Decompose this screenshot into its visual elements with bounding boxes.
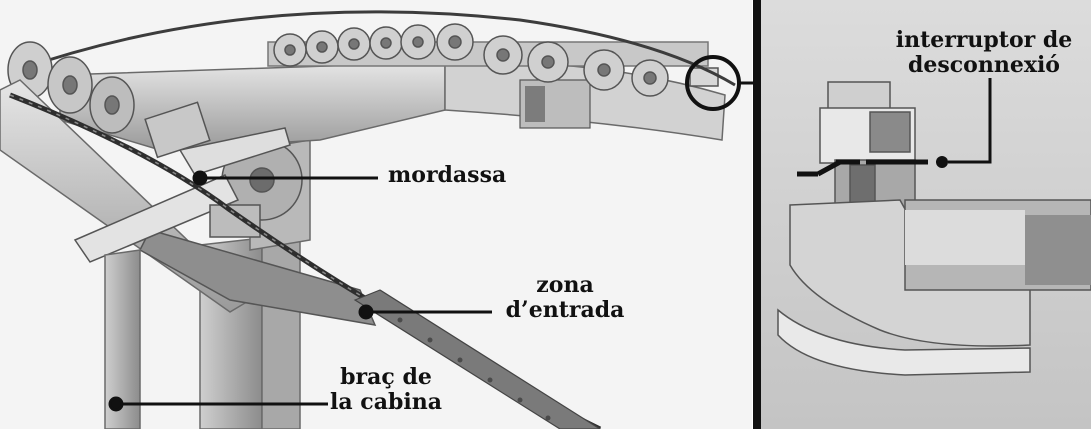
label-zona-line1: zona — [495, 273, 635, 298]
label-zona-entrada: zona d’entrada — [495, 273, 635, 323]
label-brac-line1: braç de — [326, 365, 446, 390]
label-brac-line2: la cabina — [326, 390, 446, 415]
label-interruptor-line2: desconnexió — [884, 53, 1084, 78]
zona-marker-dot — [360, 306, 372, 318]
label-interruptor-line1: interruptor de — [884, 28, 1084, 53]
label-interruptor: interruptor de desconnexió — [884, 28, 1084, 78]
label-brac-cabina: braç de la cabina — [326, 365, 446, 415]
panel-divider — [753, 0, 761, 429]
mordassa-marker-dot — [194, 172, 206, 184]
interruptor-marker-dot — [936, 156, 948, 168]
brac-marker-dot — [110, 398, 122, 410]
label-zona-line2: d’entrada — [495, 298, 635, 323]
label-mordassa: mordassa — [388, 163, 506, 188]
